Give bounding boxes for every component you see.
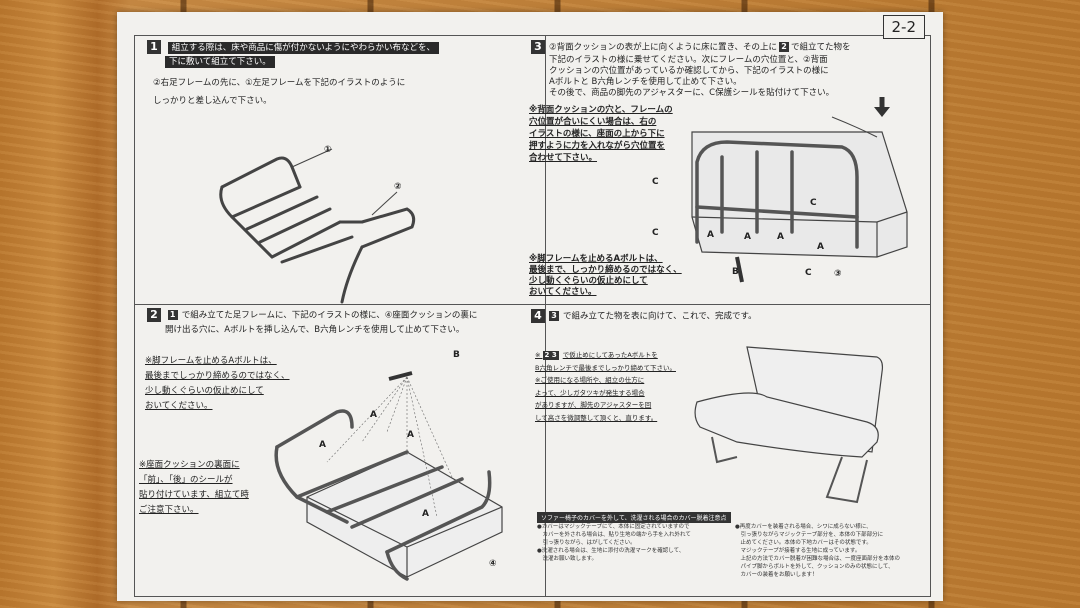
panel-grid (134, 35, 931, 597)
step3-note1-line: ※背面クッションの穴と、フレームの (529, 105, 673, 115)
label-a: A (319, 440, 326, 450)
step3-text-line5: その後で、商品の脚先のアジャスターに、C保護シールを貼付けて下さい。 (549, 87, 835, 98)
label-c: C (805, 268, 812, 278)
care-warning-line: パイプ脚からボルトを外して、クッションのみの状態にして、 (735, 564, 894, 570)
label-a: A (744, 232, 751, 242)
step1-text-line2: しっかりと差し込んで下さい。 (153, 96, 272, 106)
step4-sofa-illustration (694, 346, 884, 504)
part1-label: ① (324, 145, 332, 155)
step3-note1-line: 押すように力を入れながら穴位置を (529, 141, 666, 151)
step3-note1-line: イラストの様に、座面の上から下に (529, 129, 665, 139)
label-c: C (810, 198, 817, 208)
label-a: A (370, 410, 377, 420)
part3-label: ③ (834, 269, 842, 279)
label-c: C (652, 228, 659, 238)
care-warning-left: ●カバーはマジックテープにて、本体に固定されていますので カバーを外される場合は… (537, 523, 727, 563)
care-warning-line: 上記の方法でカバー脱着が困難な場合は、一度座面部分を本体の (735, 556, 901, 562)
step3-note2-line: 少し動くぐらいの仮止めにして (529, 276, 648, 286)
step2-text-line2: 開け出る穴に、Aボルトを挿し込んで、B六角レンチを使用して止めて下さい。 (165, 324, 465, 335)
step2-number: 2 (147, 308, 161, 322)
label-c: C (652, 177, 659, 187)
page-number: 2-2 (882, 15, 925, 39)
label-a: A (707, 230, 714, 240)
step2-note1: ※脚フレームを止めるAボルトは、 最後までしっかり締めるのではなく、 少し動くぐ… (145, 354, 290, 414)
divider-vertical (545, 36, 546, 596)
step2-note1-line: 少し動くぐらいの仮止めにして (145, 386, 264, 396)
step4-note-line: B六角レンチで最後までしっかり締めて下さい。 (535, 363, 676, 372)
label-a: A (777, 232, 784, 242)
step3-ref: 2 (779, 42, 790, 52)
step1-frame-illustration (219, 148, 416, 304)
care-warning-line: 引っ張りながら、はがしてください。 (537, 540, 636, 546)
step3-note2: ※脚フレームを止めるAボルトは、 最後まで、しっかり締めるのではなく、 少し動く… (529, 254, 682, 298)
care-warning-line: カバーの装着をお願いします！ (735, 572, 818, 578)
step3-note2-line: 最後まで、しっかり締めるのではなく、 (529, 265, 682, 275)
step3-back-illustration (691, 97, 908, 283)
step1-text: ②右足フレームの先に、①左足フレームを下記のイラストのように しっかりと差し込ん… (153, 76, 405, 108)
step4-note-line: で仮止めにしてあったAボルトを (562, 351, 658, 359)
label-b: B (732, 267, 739, 277)
step2-note2-line: 貼り付けています、組立て時 (139, 490, 249, 500)
step4-ref: 3 (549, 311, 559, 321)
label-b: B (453, 350, 460, 360)
instruction-sheet: 2-2 1 組立する際は、床や商品に傷が付かないようにやわらかい布などを、 下に… (117, 12, 943, 601)
divider-horizontal (135, 304, 930, 305)
step1-heading-line1: 組立する際は、床や商品に傷が付かないようにやわらかい布などを、 (167, 41, 440, 54)
step3-text-line1b: で組立てた物を (791, 42, 851, 53)
step3-note1-line: 合わせて下さい。 (529, 153, 598, 163)
step4-note-line: して高さを微調整して頂くと、直ります。 (535, 413, 658, 422)
step4-note-refs: 2 3 (542, 350, 559, 360)
step3-text-line1: ②背面クッションの表が上に向くように床に置き、その上に (549, 42, 778, 53)
step2-note1-line: 最後までしっかり締めるのではなく、 (145, 371, 290, 381)
step3-note2-line: おいてください。 (529, 287, 597, 297)
step3-note1: ※背面クッションの穴と、フレームの 穴位置が合いにくい場合は、右の イラストの様… (529, 104, 673, 164)
label-a: A (817, 242, 824, 252)
care-warning-line: 洗濯お願い致します。 (537, 556, 597, 562)
care-warning-line: マジックテープが接着する生地に成っています。 (735, 548, 861, 554)
step2-note2: ※座面クッションの裏面に 「前」、「後」のシールが 貼り付けています、組立て時 … (139, 458, 249, 518)
step4-number: 4 (531, 309, 545, 323)
care-warning-line: 止めてください。本体の下地カバーはその状態です。 (735, 540, 872, 546)
step3-note1-line: 穴位置が合いにくい場合は、右の (529, 117, 657, 127)
step4-note-line: よって、少しガタツキが発生する場合 (535, 388, 645, 397)
step4-note-line: ※ご使用になる場所や、組立の仕方に (535, 376, 645, 384)
step2-text-line1: で組み立てた足フレームに、下記のイラストの様に、④座面クッションの裏に (181, 310, 478, 321)
step1-number: 1 (147, 40, 161, 54)
step2-seat-illustration (274, 371, 503, 581)
step3-number: 3 (531, 40, 545, 54)
step2-note1-line: ※脚フレームを止めるAボルトは、 (145, 356, 277, 366)
care-warning-line: ●再度カバーを装着される場合、シワに成らない様に、 (735, 524, 872, 530)
care-warning-right: ●再度カバーを装着される場合、シワに成らない様に、 引っ張りながらマジックテープ… (735, 523, 925, 579)
label-a: A (422, 509, 429, 519)
part2-label: ② (394, 182, 402, 192)
step3-text-line2: 下記のイラストの様に乗せてください。次にフレームの穴位置と、②背面 (549, 54, 828, 65)
step3-note2-line: ※脚フレームを止めるAボルトは、 (529, 254, 663, 264)
care-warning-line: ●洗濯される場合は、生地に添付の洗濯マークを確認して、 (537, 548, 685, 554)
step4-note-prefix: ※ (535, 351, 541, 359)
step4-note-line: がありますが、脚先のアジャスターを回 (535, 401, 652, 409)
step2-ref: 1 (167, 310, 178, 320)
part4-label: ④ (489, 559, 497, 569)
step1-text-line1: ②右足フレームの先に、①左足フレームを下記のイラストのように (153, 78, 406, 88)
label-a: A (407, 430, 414, 440)
care-warning-line: ●カバーはマジックテープにて、本体に固定されていますので (537, 524, 690, 530)
step2-note2-line: 「前」、「後」のシールが (139, 475, 233, 485)
step3-text-line4: Aボルトと B六角レンチを使用して止めて下さい。 (549, 76, 742, 87)
step2-note1-line: おいてください。 (145, 401, 213, 411)
care-warning-heading: ソファー椅子のカバーを外して、洗濯される場合のカバー脱着注意点 (537, 512, 731, 523)
step1-heading: 1 組立する際は、床や商品に傷が付かないようにやわらかい布などを、 下に敷いて組… (147, 40, 532, 69)
step2-note2-line: ※座面クッションの裏面に (139, 460, 240, 470)
care-warning-line: カバーを外される場合は、貼り生地の端から手を入れ外れて (537, 532, 691, 538)
step1-heading-line2: 下に敷いて組立て下さい。 (165, 55, 275, 68)
step2-note2-line: ご注意下さい。 (139, 505, 199, 515)
care-warning-line: 引っ張りながらマジックテープ部分を、本体の下部部分に (735, 532, 884, 538)
step4-text-line: で組み立てた物を表に向けて、これで、完成です。 (563, 311, 757, 322)
step3-text-line3: クッションの穴位置があっているか確認してから、下記のイラストの様に (549, 65, 829, 76)
